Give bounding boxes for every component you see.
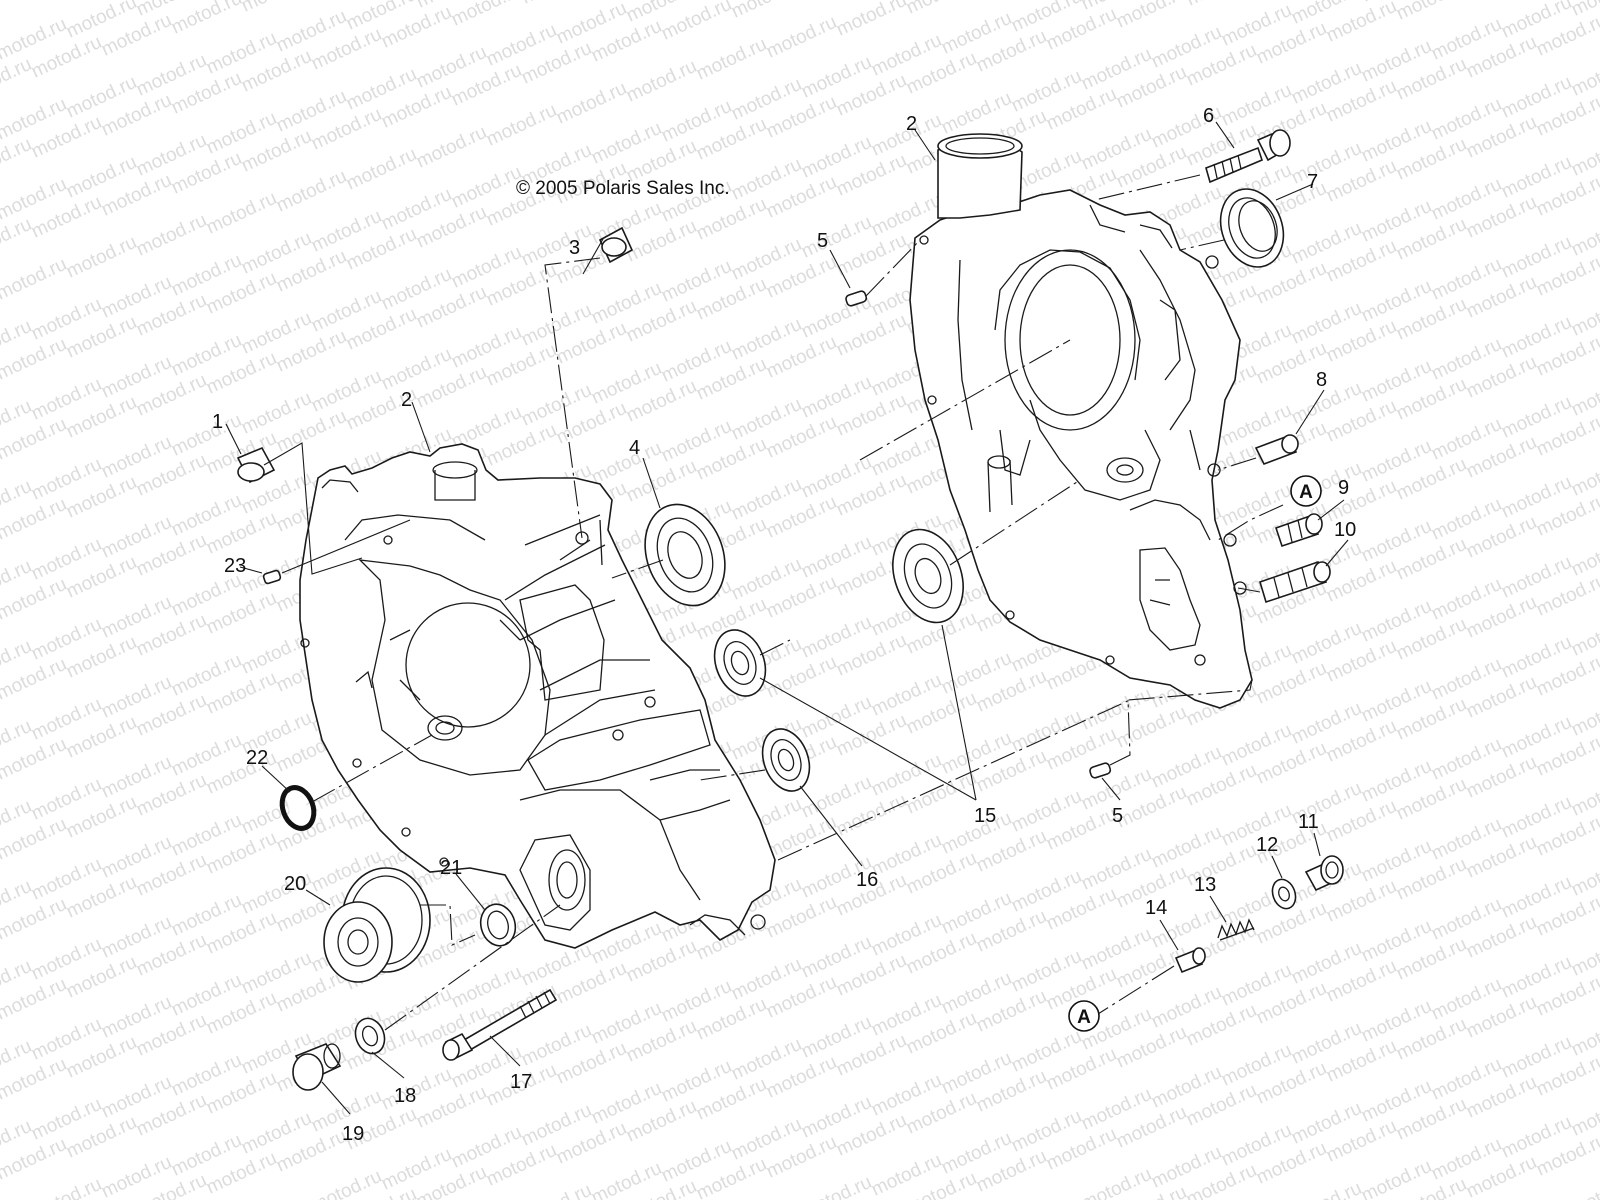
- part-11-plug-bolt: [1304, 855, 1344, 892]
- callout-2-left: 2: [401, 389, 412, 411]
- part-17-long-bolt: [442, 988, 558, 1061]
- watermark-text: motod.ru: [273, 166, 350, 217]
- part-8-dowel-sleeve: [1254, 434, 1299, 466]
- callout-1: 1: [212, 411, 223, 433]
- part-4-bearing: [644, 503, 726, 607]
- callout-23: 23: [224, 555, 246, 577]
- callout-16: 16: [856, 869, 878, 891]
- watermark-text: motod.ru: [798, 0, 875, 1]
- watermark-text: motod.ru: [518, 1180, 595, 1200]
- watermark-text: motod.ru: [1393, 0, 1470, 25]
- watermark-text: motod.ru: [833, 0, 910, 41]
- watermark-text: motod.ru: [1078, 1164, 1155, 1200]
- watermark-text: motod.ru: [1463, 0, 1540, 3]
- callout-4: 4: [629, 437, 640, 459]
- callout-21: 21: [440, 857, 462, 879]
- watermark-text: motod.ru: [448, 0, 525, 31]
- part-5-dowel-pin-upper: [845, 290, 868, 307]
- part-22-o-ring: [279, 785, 317, 831]
- watermark-text: motod.ru: [1568, 1170, 1600, 1200]
- part-5-dowel-pin-lower: [1089, 762, 1112, 779]
- watermark-text: motod.ru: [1183, 0, 1260, 11]
- part-16-bearing: [761, 728, 811, 792]
- reference-mark-a-top-letter: A: [1299, 482, 1313, 503]
- watermark-text: motod.ru: [798, 1172, 875, 1200]
- part-19-drain-plug: [292, 1043, 342, 1091]
- right-crankcase-half: [909, 133, 1253, 709]
- part-12-washer: [1271, 878, 1297, 910]
- watermark-text: motod.ru: [343, 144, 420, 195]
- part-3-dowel-sleeve: [598, 226, 634, 264]
- callout-19: 19: [342, 1123, 364, 1145]
- watermark-text: motod.ru: [763, 12, 840, 63]
- part-13-spring: [1217, 918, 1255, 941]
- watermark-text: motod.ru: [623, 56, 700, 107]
- watermark-text: motod.ru: [203, 188, 280, 239]
- watermark-text: motod.ru: [693, 34, 770, 85]
- part-15-bearing-upper: [713, 629, 767, 697]
- callout-2-right: 2: [906, 113, 917, 135]
- watermark-text: motod.ru: [0, 254, 70, 305]
- watermark-text: motod.ru: [133, 210, 210, 261]
- callout-20: 20: [284, 873, 306, 895]
- watermark-text: motod.ru: [1113, 0, 1190, 33]
- watermark-text: motod.ru: [903, 0, 980, 19]
- part-6-bolt: [1205, 129, 1291, 184]
- callout-12: 12: [1256, 834, 1278, 856]
- copyright-text: © 2005 Polaris Sales Inc.: [516, 178, 730, 199]
- callout-3: 3: [569, 237, 580, 259]
- callout-6: 6: [1203, 105, 1214, 127]
- leader-lines: [225, 121, 1349, 1115]
- callout-5-lower: 5: [1112, 805, 1123, 827]
- watermark-text: motod.ru: [168, 0, 245, 39]
- part-23-dowel-pin: [262, 569, 282, 585]
- watermark-text: motod.ru: [728, 0, 805, 23]
- watermark-text: motod.ru: [63, 232, 140, 283]
- watermark-text: motod.ru: [1288, 1178, 1365, 1200]
- part-15-bearing-right: [892, 528, 964, 624]
- callout-9: 9: [1338, 477, 1349, 499]
- reference-mark-a-bottom: A: [1068, 1000, 1100, 1032]
- callout-5-upper: 5: [817, 230, 828, 252]
- callout-17: 17: [510, 1071, 532, 1093]
- part-1-dowel-sleeve: [236, 446, 276, 484]
- callout-15: 15: [974, 805, 996, 827]
- part-14-relief-valve: [1174, 947, 1206, 974]
- callout-7: 7: [1307, 171, 1318, 193]
- callout-18: 18: [394, 1085, 416, 1107]
- watermark-text: motod.ru: [308, 1166, 385, 1200]
- part-9-fitting: [1274, 513, 1323, 548]
- reference-mark-a-top: A: [1290, 475, 1322, 507]
- part-18-washer: [354, 1017, 386, 1055]
- left-crankcase-half: [299, 443, 776, 949]
- watermark-text: motod.ru: [553, 78, 630, 129]
- reference-mark-a-bottom-letter: A: [1077, 1007, 1091, 1028]
- callout-8: 8: [1316, 369, 1327, 391]
- callout-13: 13: [1194, 874, 1216, 896]
- part-7-oil-seal: [1219, 188, 1285, 268]
- part-20-pulley: [323, 867, 431, 983]
- watermark-text: motod.ru: [518, 0, 595, 9]
- watermark-text: motod.ru: [238, 0, 315, 17]
- callout-10: 10: [1334, 519, 1356, 541]
- part-10-fitting: [1259, 560, 1331, 604]
- watermark-text: motod.ru: [28, 1174, 105, 1200]
- part-21-oil-seal: [479, 903, 517, 947]
- watermark-text: motod.ru: [483, 100, 560, 151]
- callout-22: 22: [246, 747, 268, 769]
- callout-14: 14: [1145, 897, 1167, 919]
- callout-labels: 1 2 2 3 4 5 5 6 7 8 9 10 11 12 13 14 15 …: [212, 105, 1356, 1145]
- callout-11: 11: [1298, 811, 1319, 833]
- watermark-text: motod.ru: [413, 122, 490, 173]
